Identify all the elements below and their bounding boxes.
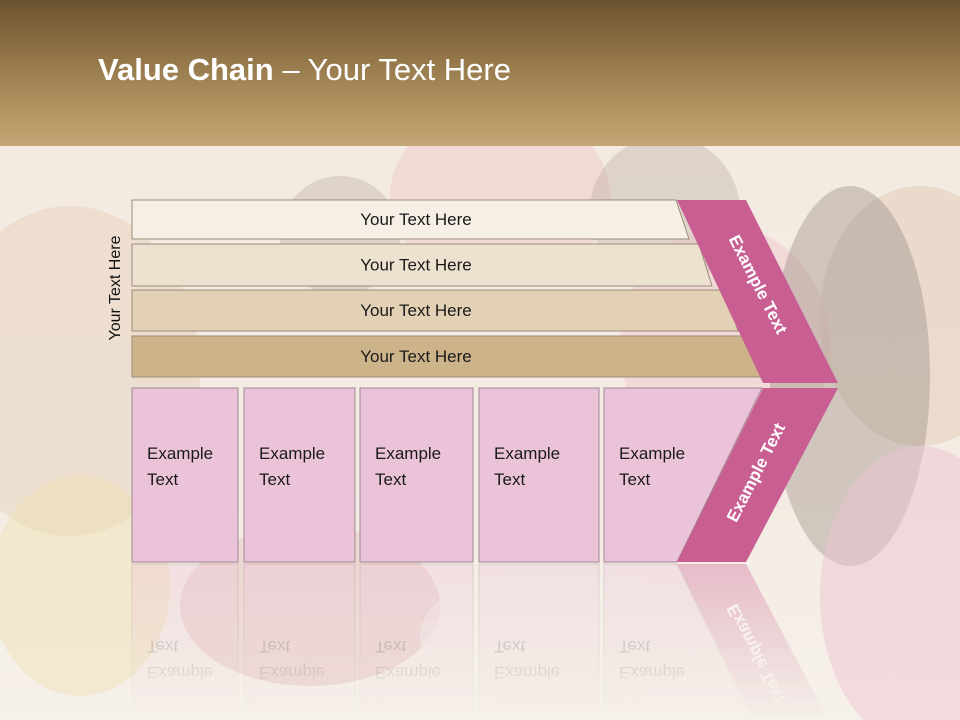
activity-box-line2: Text xyxy=(619,470,650,489)
slide-title: Value Chain – Your Text Here xyxy=(98,52,511,88)
activity-box-line1-reflection: Example xyxy=(619,663,685,682)
activity-box-line1-reflection: Example xyxy=(494,663,560,682)
activity-box-reflection xyxy=(243,563,356,720)
row-bar xyxy=(131,243,713,287)
title-bold-part: Value Chain xyxy=(98,52,274,87)
activity-box-line2-reflection: Text xyxy=(259,637,290,656)
activity-box-line2: Text xyxy=(147,470,178,489)
activity-box-line1: Example xyxy=(375,444,441,463)
activity-box-line2: Text xyxy=(259,470,290,489)
activity-box-line1: Example xyxy=(619,444,685,463)
activity-box xyxy=(478,387,600,563)
row-bar xyxy=(131,289,739,332)
row-bar-label: Your Text Here xyxy=(360,347,472,366)
activity-box-line2: Text xyxy=(375,470,406,489)
activity-box-line2-reflection: Text xyxy=(619,637,650,656)
row-bar-label: Your Text Here xyxy=(360,255,472,274)
activity-box xyxy=(243,387,356,563)
activity-box-line1-reflection: Example xyxy=(375,663,441,682)
activity-box xyxy=(131,387,239,563)
activity-box-line2-reflection: Text xyxy=(494,637,525,656)
activity-box-line2-reflection: Text xyxy=(147,637,178,656)
activity-box-reflection xyxy=(131,563,239,720)
activity-box-reflection xyxy=(478,563,600,720)
arrow-lower-segment-reflection xyxy=(677,564,829,720)
title-rest-part: – Your Text Here xyxy=(273,52,511,87)
activity-box xyxy=(359,387,474,563)
activity-box-line1: Example xyxy=(147,444,213,463)
row-bar xyxy=(131,199,690,240)
arrow-upper-segment xyxy=(677,200,838,383)
row-bar-label: Your Text Here xyxy=(360,301,472,320)
activity-box-line2-reflection: Text xyxy=(375,637,406,656)
activity-box-line2: Text xyxy=(494,470,525,489)
header-band: Value Chain – Your Text Here xyxy=(0,0,960,146)
row-bar-label: Your Text Here xyxy=(360,210,472,229)
activity-box-line1: Example xyxy=(259,444,325,463)
activity-box-reflection xyxy=(359,563,474,720)
activity-box-line1-reflection: Example xyxy=(147,663,213,682)
activity-box-line1-reflection: Example xyxy=(259,663,325,682)
activity-box-line1: Example xyxy=(494,444,560,463)
arrow-lower-segment xyxy=(677,388,838,562)
